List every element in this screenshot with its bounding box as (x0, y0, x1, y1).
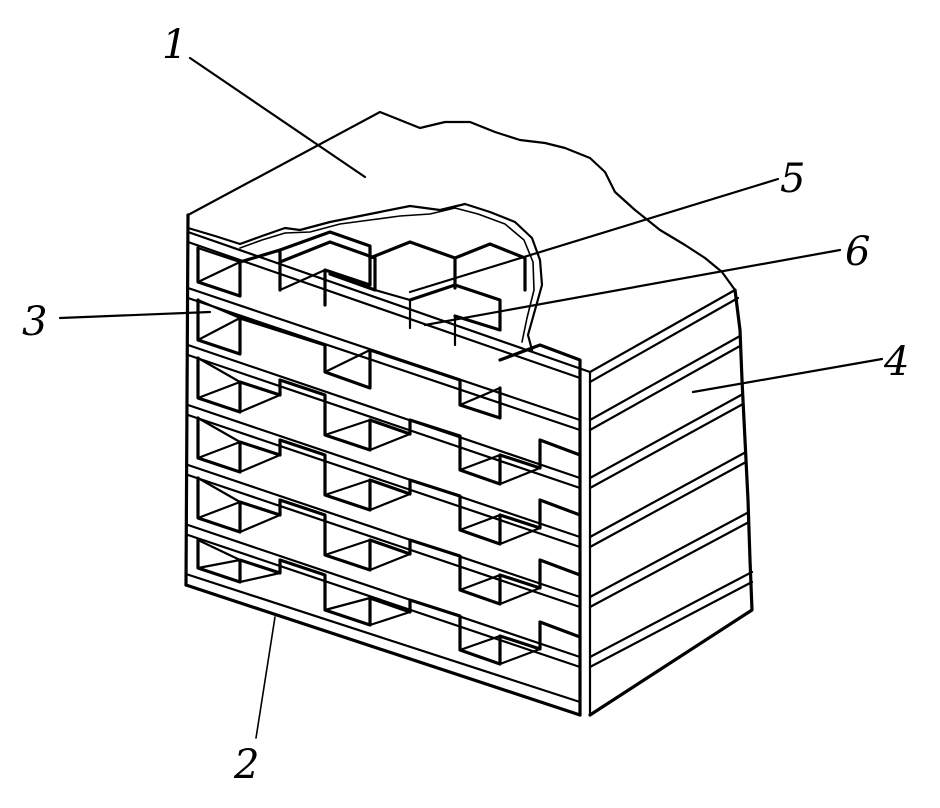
front-face-layers (184, 213, 592, 717)
leader-6 (423, 248, 842, 327)
label-4: 4 (883, 339, 909, 385)
leader-5 (408, 177, 780, 294)
leader-2 (255, 616, 276, 739)
leader-1 (188, 56, 367, 179)
label-2: 2 (233, 742, 259, 788)
leader-lines (58, 56, 884, 739)
label-3: 3 (22, 299, 47, 345)
reference-labels: 1 5 6 3 4 2 (22, 22, 909, 788)
leader-4 (691, 357, 884, 394)
leader-3 (58, 310, 212, 320)
top-cover-sheet (186, 110, 737, 372)
label-6: 6 (845, 229, 870, 275)
side-face (588, 288, 754, 717)
label-1: 1 (162, 22, 187, 68)
corrugated-core (196, 230, 582, 666)
label-5: 5 (780, 156, 805, 202)
